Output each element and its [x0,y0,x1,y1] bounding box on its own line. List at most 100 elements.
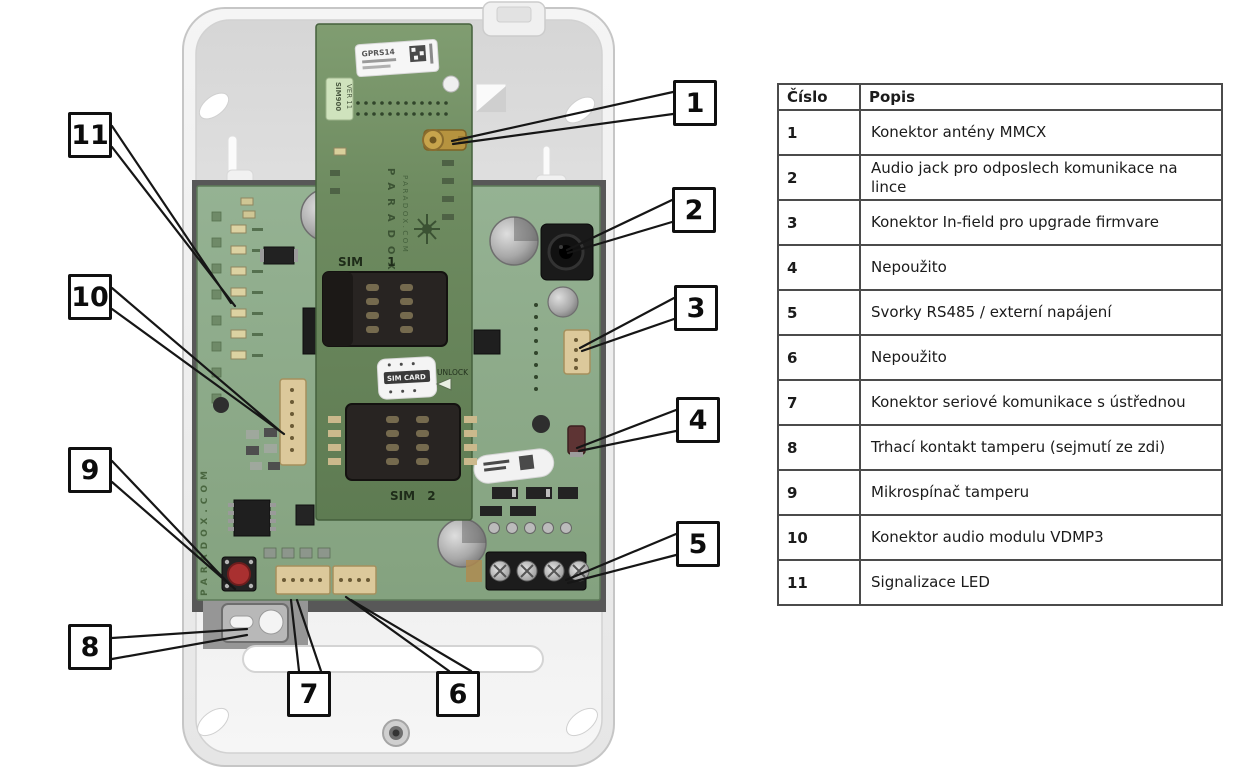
sim-card-label: SIM CARD [376,356,438,400]
audio-jack [540,223,594,281]
unused-component [567,425,586,457]
row-description: Konektor antény MMCX [859,109,1223,156]
legend-header-row: Číslo Popis [777,83,1223,111]
row-description: Nepoužito [859,244,1223,291]
soic8-ic [260,246,298,265]
soic14-ic [228,499,276,537]
bottom-slot-right [566,707,598,737]
serial-connector [275,565,331,595]
sim-card-text: SIM CARD [387,373,426,383]
callout-label: 2 [684,194,704,226]
top-latch-tab [482,1,546,37]
sim1-heading-text: SIM 1 [338,255,396,269]
callout-box-7: 7 [287,671,331,717]
via-hole-right [532,415,550,433]
row-number: 10 [777,514,861,561]
edge-pads [211,211,222,404]
row-description: Konektor audio modulu VDMP3 [859,514,1223,561]
header-pin-rows [356,101,448,116]
row-number: 1 [777,109,861,156]
paradox-leaf-logo [414,214,440,244]
legend-header-number: Číslo [777,83,861,111]
case-screw [382,719,410,747]
brand-site-text: PARADOX.COM [401,175,409,254]
row-number: 4 [777,244,861,291]
electrolytic-cap-small [547,286,579,318]
sot-ic [295,504,315,526]
modem-version-text: VER 11 [345,84,353,109]
callout-line-10 [110,286,286,436]
callout-label: 3 [686,292,706,324]
callout-label: 8 [80,631,100,663]
left-board-site-text: PARADOX.COM [200,466,210,596]
row-number: 9 [777,469,861,516]
callout-box-8: 8 [68,624,112,670]
gprs-label-text: GPRS14 [361,47,395,58]
row-number: 3 [777,199,861,246]
mmcx-antenna-connector [422,129,468,151]
row-number: 6 [777,334,861,381]
flash-ic [473,329,501,355]
callout-line-11 [110,124,237,308]
callout-line-4 [575,408,678,453]
legend-header-description: Popis [859,83,1223,111]
backplate-cutout [475,83,507,113]
callout-line-9 [110,459,237,591]
via-hole-left [213,397,229,413]
status-led-column [230,197,263,360]
callout-line-2 [565,198,674,255]
sim2-holder [328,403,477,481]
row-description: Trhací kontakt tamperu (sejmutí ze zdi) [859,424,1223,471]
callout-line-1 [450,90,675,146]
gsm-status-led [333,147,347,156]
callout-label: 11 [71,119,109,151]
row-number: 5 [777,289,861,336]
keyhole-slot-right [564,96,596,124]
bottom-slot-left [197,707,229,737]
keyhole-slot-left [198,92,230,120]
callout-box-1: 1 [673,80,717,126]
callout-label: 7 [299,678,319,710]
callout-line-3 [578,296,676,353]
vdmp3-connector [279,378,307,466]
diode-row [480,487,578,534]
jumper-pads [263,547,331,559]
daughter-passives [330,160,454,220]
row-number: 8 [777,424,861,471]
callout-box-11: 11 [68,112,112,158]
callout-line-6 [344,595,473,673]
row-number: 11 [777,559,861,606]
callout-label: 6 [448,678,468,710]
callout-line-5 [564,532,678,585]
electrolytic-cap-bottom [437,518,487,568]
callout-box-5: 5 [676,521,720,567]
callout-lines [110,90,678,673]
brand-vertical-text: PARADOX [385,168,396,278]
row-description: Konektor seriové komunikace s ústřednou [859,379,1223,426]
tamper-wall-bracket [221,603,289,643]
terminal-pads [466,560,482,582]
row-number: 7 [777,379,861,426]
board-rivet [442,75,460,93]
sim1-holder [322,271,448,347]
callout-label: 5 [688,528,708,560]
callout-box-2: 2 [672,187,716,233]
tamper-microswitch [221,556,257,592]
row-description: Konektor In-field pro upgrade firmvare [859,199,1223,246]
callout-line-8 [110,627,249,661]
modem-chip-text: SIM900 [334,82,342,111]
callout-box-4: 4 [676,397,720,443]
infield-connector [563,329,591,375]
